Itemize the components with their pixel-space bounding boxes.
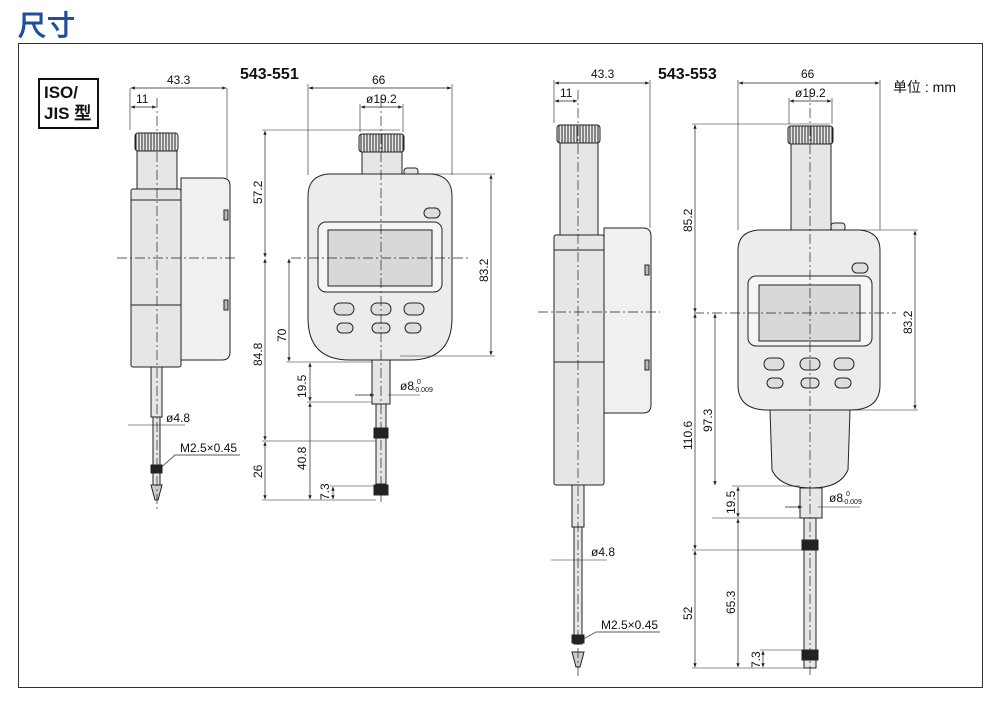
dim-551-thread: M2.5×0.45: [180, 441, 237, 455]
drawing-frame: [18, 43, 983, 688]
dim-551-side-back: 11: [136, 92, 149, 106]
dim-553-spindle-side-dia: ø4.8: [591, 545, 615, 559]
dim-553-side-width: 43.3: [591, 67, 615, 81]
dim-553-height-stem: 97.3: [701, 408, 715, 432]
dim-553-body-height: 83.2: [901, 310, 915, 334]
dim-553-thread: M2.5×0.45: [601, 618, 658, 632]
dim-553-total-lower: 110.6: [681, 421, 695, 450]
model-551-label: 543-551: [240, 66, 299, 83]
dim-553-side-back: 11: [560, 86, 573, 100]
dim-553-tip-len: 7.3: [749, 651, 763, 668]
dim-551-spindle-tol-upper: 0: [417, 379, 421, 386]
dim-553-contact-len: 52: [681, 606, 695, 620]
dim-551-spindle-travel: 40.8: [295, 446, 309, 470]
dim-551-body-height: 83.2: [477, 258, 491, 282]
unit-label: 单位 : mm: [893, 79, 956, 95]
dim-553-stem-dia: ø19.2: [795, 86, 826, 100]
dim-551-height-stem: 70: [275, 328, 289, 342]
dim-551-tip-len: 7.3: [318, 483, 332, 500]
dim-551-stem-len: 19.5: [295, 374, 309, 398]
dim-551-stem-dia: ø19.2: [366, 92, 397, 106]
dim-551-spindle-dia: ø8: [400, 379, 414, 393]
front-view-551: [262, 84, 495, 502]
dim-551-front-width: 66: [372, 73, 386, 87]
dim-551-total-lower: 84.8: [251, 342, 265, 366]
front-view-553: [692, 80, 918, 675]
dim-553-spindle-tol-lower: -0.009: [842, 499, 862, 506]
dim-551-contact-len: 26: [251, 464, 265, 478]
dim-553-spindle-travel: 65.3: [724, 590, 738, 614]
dim-553-front-width: 66: [801, 67, 815, 81]
iso-badge-line1: ISO/: [44, 83, 79, 102]
dim-553-stem-len: 19.5: [724, 490, 738, 514]
page-title: 尺寸: [18, 9, 77, 42]
iso-jis-badge: ISO/ JIS 型: [38, 78, 99, 129]
dim-553-height-top: 85.2: [681, 208, 695, 232]
dim-551-side-width: 43.3: [167, 73, 191, 87]
dim-551-spindle-tol-lower: -0.009: [413, 387, 433, 394]
dim-551-height-top: 57.2: [251, 180, 265, 204]
iso-badge-line2: JIS 型: [44, 104, 92, 123]
dim-553-spindle-dia: ø8: [829, 491, 843, 505]
side-view-553: [538, 80, 660, 676]
dim-551-spindle-side-dia: ø4.8: [166, 411, 190, 425]
dim-553-spindle-tol-upper: 0: [846, 491, 850, 498]
model-553-label: 543-553: [658, 66, 717, 83]
side-view-551: [117, 86, 240, 512]
